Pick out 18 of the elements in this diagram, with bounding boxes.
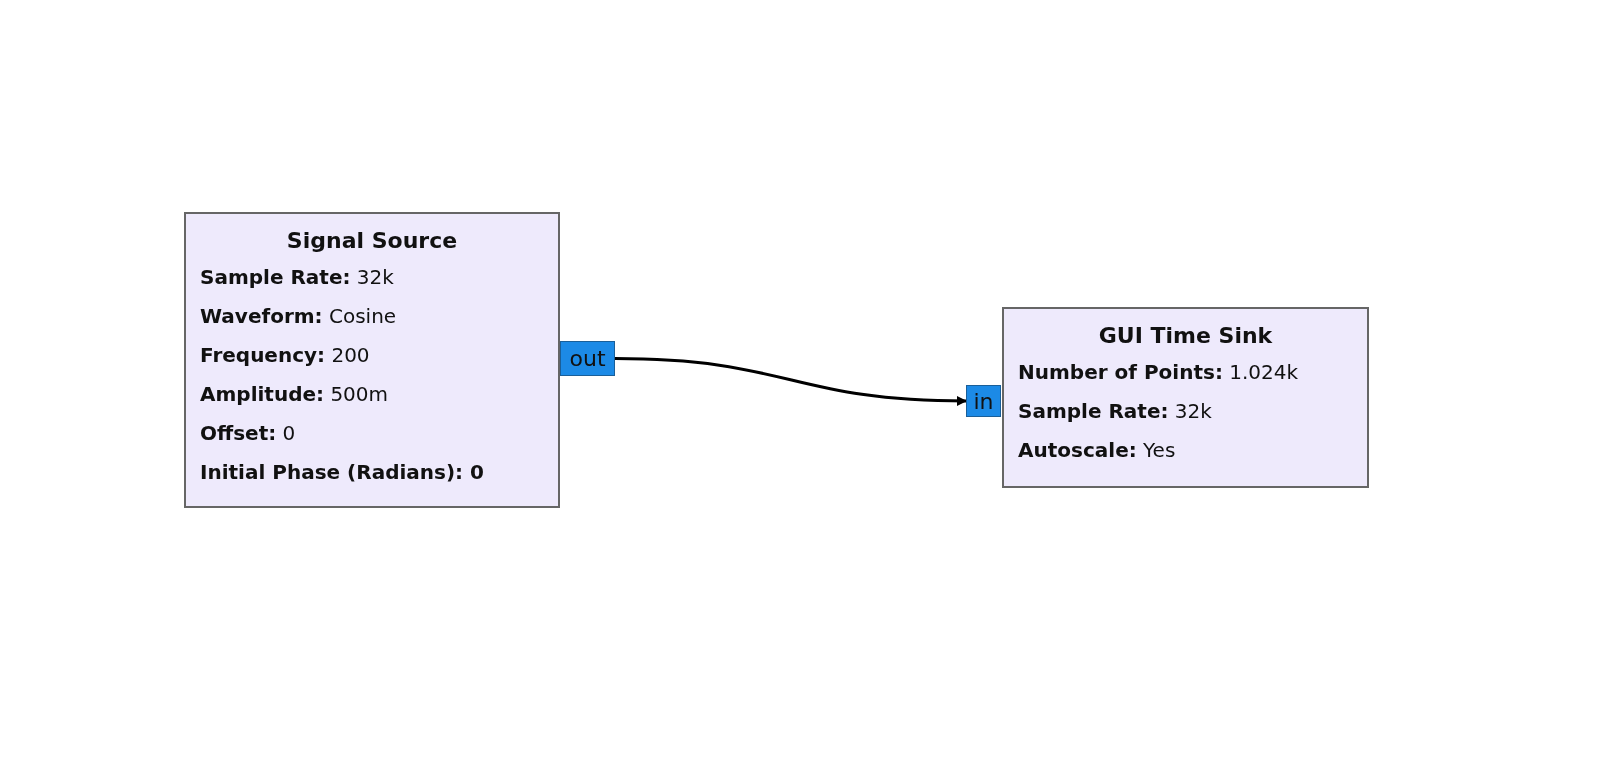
block-title: Signal Source xyxy=(286,227,458,255)
parameter-text: Amplitude: 500m xyxy=(200,381,389,408)
parameter-text: Sample Rate: 32k xyxy=(200,264,394,291)
port-label: out xyxy=(569,346,606,371)
port-box xyxy=(560,341,615,376)
parameter-text: Waveform: Cosine xyxy=(200,303,397,330)
connection-arrow xyxy=(614,357,967,406)
port-box xyxy=(966,385,1001,417)
parameter-text: Sample Rate: 32k xyxy=(1018,398,1212,425)
block-box xyxy=(1002,307,1369,488)
parameter-text: Frequency: 200 xyxy=(200,342,370,369)
parameter-text: Number of Points: 1.024k xyxy=(1018,359,1299,386)
parameter-text: Autoscale: Yes xyxy=(1018,437,1176,464)
parameter-text: Initial Phase (Radians): 0 xyxy=(200,459,484,486)
parameter-text: Offset: 0 xyxy=(200,420,296,447)
port-label: in xyxy=(973,388,994,414)
block-title: GUI Time Sink xyxy=(1098,322,1273,350)
block-box xyxy=(184,212,560,508)
